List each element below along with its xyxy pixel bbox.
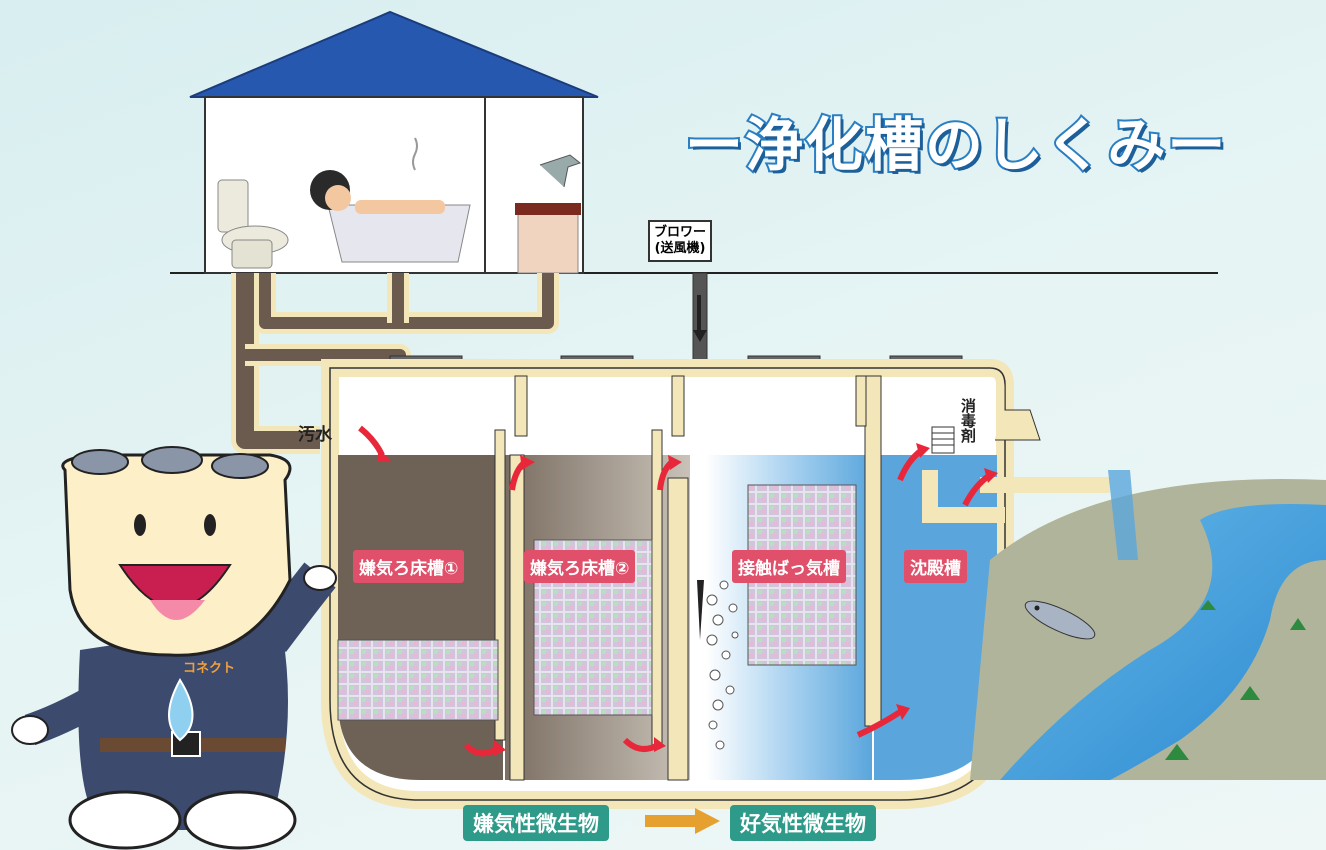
blower-subtitle: (送風機) xyxy=(654,241,706,256)
blower-name: ブロワー xyxy=(654,225,707,240)
aerobic-microbes-label: 好気性微生物 xyxy=(730,805,876,841)
tank-label-anaerobic-2: 嫌気ろ床槽② xyxy=(524,550,636,583)
disinfectant-icon xyxy=(931,426,955,454)
page-title: ー浄化槽のしくみー xyxy=(683,109,1228,181)
discharge-water xyxy=(1108,470,1138,560)
mascot-name: コネクト xyxy=(183,661,236,676)
house xyxy=(189,10,599,274)
tank-label-settling: 沈殿槽 xyxy=(904,550,967,583)
microbe-arrow xyxy=(645,808,720,834)
down-arrow xyxy=(697,580,704,640)
bathtub-icon xyxy=(310,137,471,263)
sink-icon xyxy=(515,154,582,274)
tank-label-aeration: 接触ばっ気槽 xyxy=(732,550,846,583)
fish-icon xyxy=(1024,600,1096,640)
mascot-character xyxy=(11,446,337,850)
roof xyxy=(189,10,599,98)
chamber-anaerobic-1 xyxy=(338,455,503,780)
inflow-label: 汚水 xyxy=(298,425,332,445)
grass xyxy=(1165,600,1306,760)
air-bubbles xyxy=(706,580,739,750)
anaerobic-microbes-label: 嫌気性微生物 xyxy=(463,805,609,841)
blower-label: ブロワー (送風機) xyxy=(648,220,713,262)
outlet-pipe xyxy=(922,380,1110,523)
chamber-settling xyxy=(874,455,997,780)
filter-media-1 xyxy=(337,639,499,721)
toilet-icon xyxy=(217,179,289,269)
tank-label-anaerobic-1: 嫌気ろ床槽① xyxy=(353,550,465,583)
river xyxy=(1000,504,1326,780)
disinfectant-label: 消毒剤 xyxy=(959,398,977,443)
